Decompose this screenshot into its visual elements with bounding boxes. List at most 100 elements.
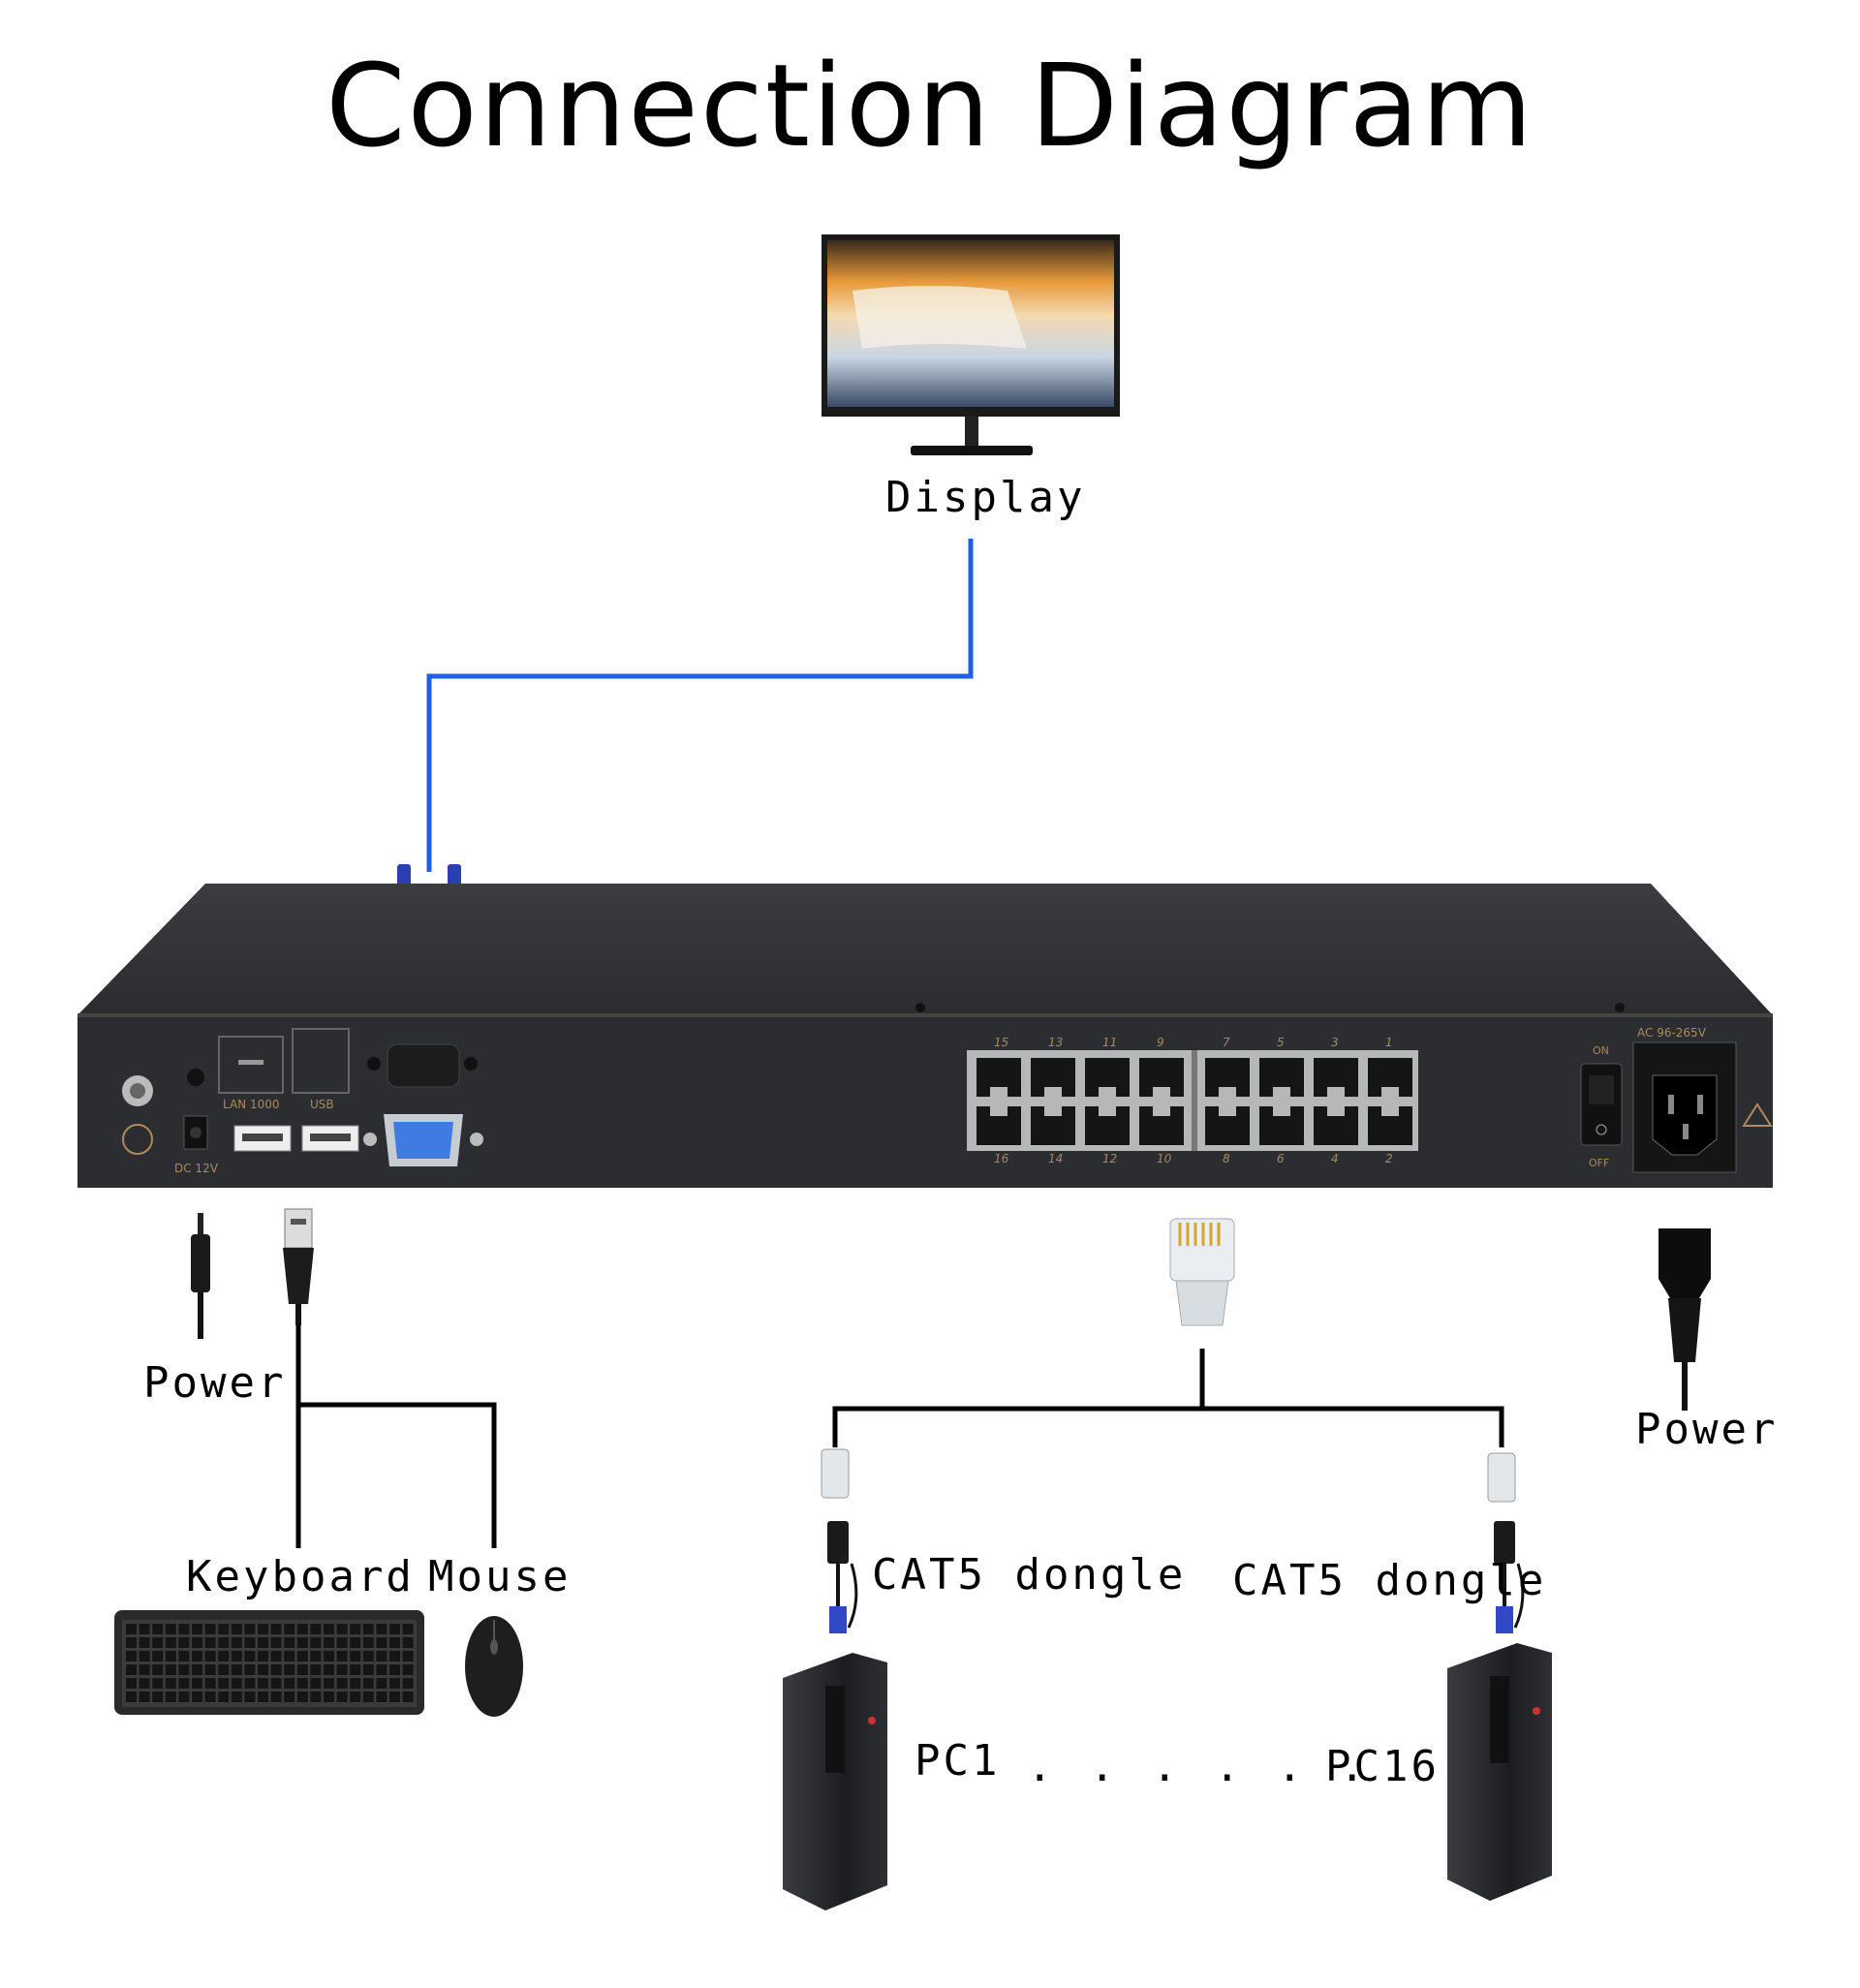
- keyboard-key: [258, 1624, 268, 1634]
- rj45-port: [976, 1106, 1021, 1145]
- rj45-small-left-icon: [821, 1448, 850, 1499]
- cat5-dongle-right-icon: [1494, 1521, 1525, 1633]
- port-number-bottom: 14: [1048, 1152, 1063, 1165]
- keyboard-key: [139, 1637, 150, 1648]
- keyboard-key: [389, 1678, 400, 1689]
- port-number-bottom: 12: [1102, 1152, 1117, 1165]
- keyboard-key: [139, 1624, 150, 1634]
- keyboard-key: [336, 1692, 348, 1702]
- keyboard-key: [284, 1664, 295, 1675]
- keyboard-keys: [126, 1624, 414, 1702]
- rj45-small-right-icon: [1487, 1452, 1516, 1503]
- keyboard-key: [362, 1664, 374, 1675]
- rj45-port: [1368, 1106, 1412, 1145]
- keyboard-key: [284, 1637, 295, 1648]
- mouse-icon: [465, 1616, 523, 1717]
- keyboard-key: [192, 1678, 202, 1689]
- keyboard-key: [402, 1664, 414, 1675]
- keyboard-key: [270, 1624, 282, 1634]
- keyboard-key: [204, 1624, 216, 1634]
- dc-power-jack-icon: [183, 1069, 208, 1150]
- pc-tower-left-icon: [783, 1653, 887, 1910]
- cat5-dongle-left-icon: [827, 1521, 858, 1633]
- keyboard-key: [152, 1624, 164, 1634]
- keyboard-key: [204, 1692, 216, 1702]
- diagram-title: Connection Diagram: [326, 39, 1534, 172]
- keyboard-key: [126, 1678, 137, 1689]
- keyboard-key: [376, 1664, 388, 1675]
- pc16-label: PC16: [1325, 1742, 1440, 1791]
- keyboard-key: [336, 1651, 348, 1662]
- keyboard-key: [178, 1664, 190, 1675]
- usb-plug-icon: [283, 1208, 314, 1325]
- rj45-port: [1085, 1106, 1130, 1145]
- ac-plug-icon: [1658, 1228, 1711, 1411]
- pc-tower-right-icon: [1447, 1643, 1552, 1901]
- monitor-icon: [822, 234, 1120, 455]
- port-number-top: 13: [1048, 1036, 1063, 1049]
- keyboard-key: [324, 1692, 334, 1702]
- keyboard-key: [139, 1651, 150, 1662]
- pc1-label: PC1: [914, 1736, 1001, 1786]
- rj45-port: [1314, 1058, 1358, 1097]
- rj45-port: [1259, 1058, 1304, 1097]
- keyboard-key: [270, 1678, 282, 1689]
- rj45-port: [976, 1058, 1021, 1097]
- keyboard-key: [152, 1637, 164, 1648]
- keyboard-key: [402, 1692, 414, 1702]
- keyboard-key: [376, 1637, 388, 1648]
- keyboard-key: [204, 1678, 216, 1689]
- keyboard-key: [178, 1624, 190, 1634]
- usb-keyboard-port-icon: [233, 1125, 292, 1152]
- keyboard-key: [350, 1678, 361, 1689]
- keyboard-key: [258, 1692, 268, 1702]
- keyboard-key: [350, 1664, 361, 1675]
- keyboard-key: [336, 1624, 348, 1634]
- ground-screw-icon: [122, 1075, 153, 1155]
- keyboard-key: [389, 1692, 400, 1702]
- keyboard-key: [284, 1692, 295, 1702]
- keyboard-key: [310, 1637, 322, 1648]
- power-left-label: Power: [143, 1358, 287, 1408]
- keyboard-key: [165, 1692, 176, 1702]
- usb-mouse-port-icon: [301, 1125, 359, 1152]
- keyboard-key: [152, 1678, 164, 1689]
- keyboard-key: [270, 1637, 282, 1648]
- keyboard-key: [296, 1624, 308, 1634]
- keyboard-key: [258, 1651, 268, 1662]
- keyboard-key: [126, 1664, 137, 1675]
- keyboard-key: [231, 1664, 242, 1675]
- keyboard-key: [296, 1664, 308, 1675]
- keyboard-key: [270, 1664, 282, 1675]
- rj45-port: [1205, 1106, 1250, 1145]
- usb-label: USB: [310, 1098, 334, 1111]
- keyboard-key: [402, 1624, 414, 1634]
- dc-label: DC 12V: [174, 1162, 219, 1175]
- keyboard-key: [139, 1664, 150, 1675]
- keyboard-key: [296, 1637, 308, 1648]
- mouse-branch-line: [298, 1402, 497, 1548]
- vga-cable: [426, 539, 974, 872]
- keyboard-key: [389, 1651, 400, 1662]
- keyboard-key: [244, 1664, 256, 1675]
- keyboard-key: [231, 1678, 242, 1689]
- keyboard-key: [192, 1624, 202, 1634]
- keyboard-key: [165, 1651, 176, 1662]
- power-switch-icon: [1580, 1063, 1623, 1146]
- port-number-top: 3: [1331, 1036, 1339, 1049]
- rj45-port: [1085, 1058, 1130, 1097]
- keyboard-key: [402, 1651, 414, 1662]
- rj45-port: [1368, 1058, 1412, 1097]
- port-number-top: 7: [1223, 1036, 1230, 1049]
- keyboard-key: [336, 1637, 348, 1648]
- switch-off-label: OFF: [1589, 1157, 1609, 1169]
- keyboard-key: [165, 1637, 176, 1648]
- keyboard-key: [231, 1637, 242, 1648]
- display-label: Display: [885, 473, 1086, 522]
- keyboard-key: [402, 1637, 414, 1648]
- port-number-top: 15: [994, 1036, 1008, 1049]
- lan-label: LAN 1000: [223, 1098, 280, 1111]
- switch-on-label: ON: [1593, 1044, 1609, 1057]
- keyboard-key: [178, 1692, 190, 1702]
